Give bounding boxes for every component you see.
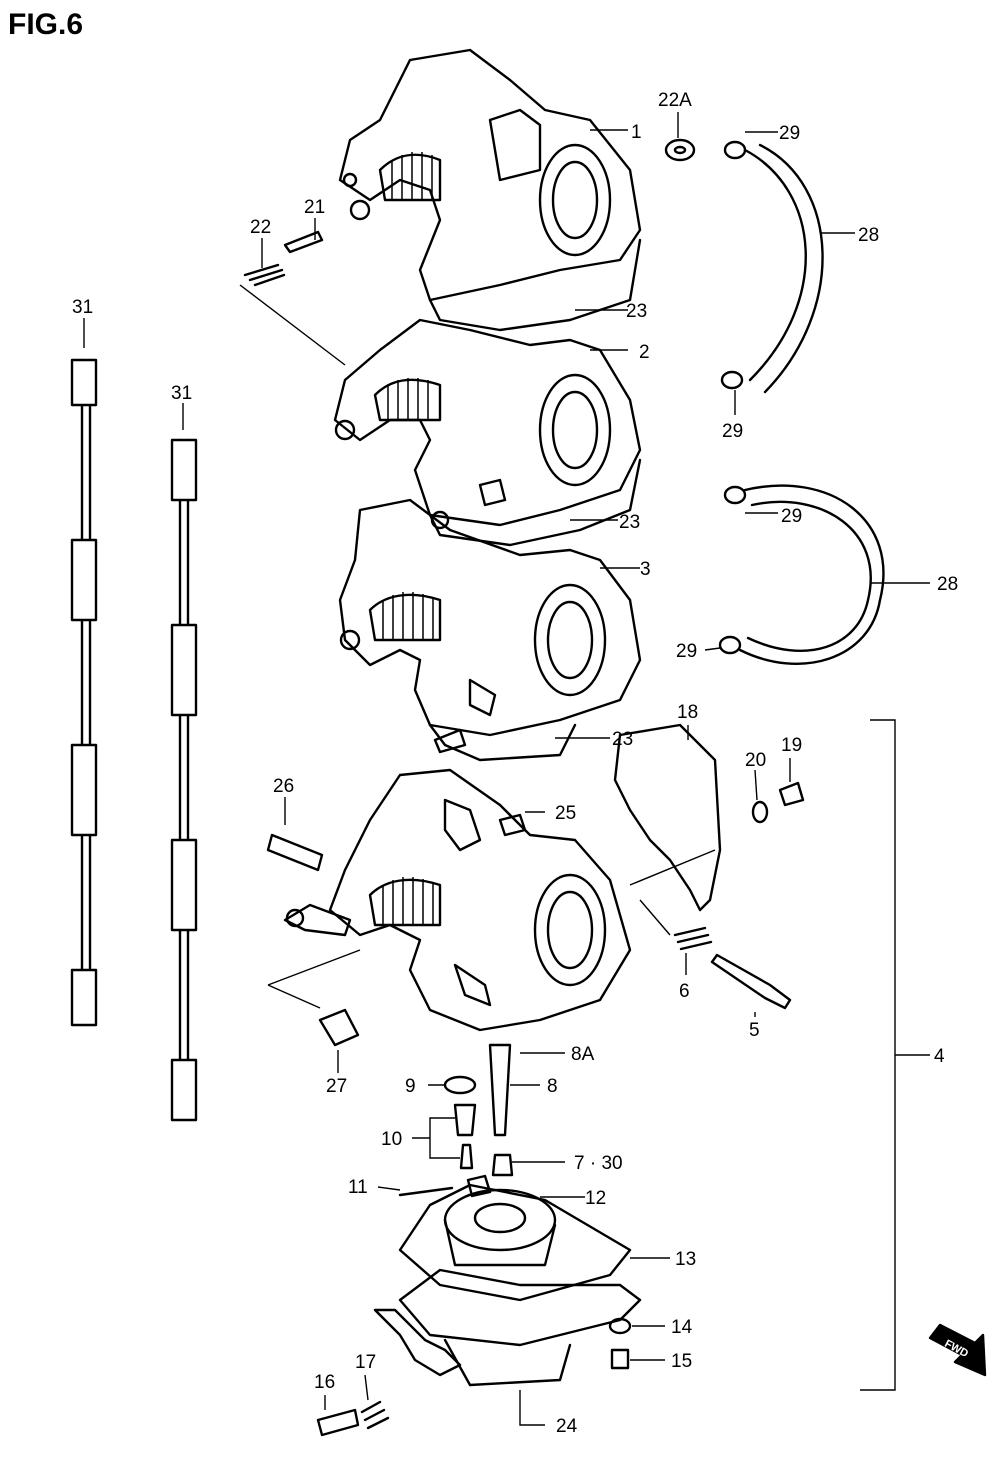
callout-28-a: 28	[858, 225, 879, 246]
callout-21: 21	[304, 197, 325, 218]
callout-10: 10	[381, 1129, 402, 1150]
callout-8a: 8A	[571, 1044, 595, 1065]
screw-19	[778, 781, 805, 807]
carburetor-1	[338, 48, 642, 332]
callout-25: 25	[555, 803, 576, 824]
callout-17: 17	[355, 1352, 376, 1373]
callout-15: 15	[671, 1351, 692, 1372]
callout-13: 13	[675, 1249, 696, 1270]
callout-4: 4	[934, 1046, 945, 1067]
carburetor-2	[333, 318, 642, 547]
callout-5: 5	[749, 1020, 760, 1041]
callout-20: 20	[745, 750, 766, 771]
nut-27	[318, 1008, 360, 1047]
part-25	[498, 813, 527, 837]
callout-29-d: 29	[676, 641, 697, 662]
screw-5	[710, 953, 792, 1010]
callout-22: 22	[250, 217, 271, 238]
callout-29-c: 29	[781, 506, 802, 527]
needle-seat-10	[453, 1103, 477, 1137]
small-parts	[243, 138, 805, 1437]
callout-29-b: 29	[722, 421, 743, 442]
callout-7-30: 7 · 30	[574, 1153, 623, 1174]
callout-23-c: 23	[612, 729, 633, 750]
callout-24: 24	[556, 1416, 578, 1437]
fwd-arrow-icon: FWD	[928, 1323, 987, 1377]
jet-7	[491, 1153, 514, 1177]
callout-18: 18	[677, 702, 698, 723]
washer-22a	[664, 138, 696, 162]
linkage-rods	[70, 358, 198, 1122]
assembly-bracket	[860, 719, 896, 1391]
callout-6: 6	[679, 981, 690, 1002]
carburetor-3	[338, 498, 642, 762]
screw-16	[316, 1408, 360, 1437]
callout-9: 9	[405, 1076, 416, 1097]
float-bowl	[373, 1183, 642, 1387]
washer-20	[751, 800, 769, 824]
callout-31-b: 31	[171, 383, 192, 404]
screw-26	[266, 833, 324, 872]
callout-12: 12	[585, 1188, 606, 1209]
cover-18	[613, 723, 722, 912]
needle-10	[459, 1143, 474, 1170]
callout-11: 11	[348, 1177, 368, 1198]
callout-23-a: 23	[626, 301, 647, 322]
callout-31-a: 31	[72, 297, 93, 318]
callout-26: 26	[273, 776, 294, 797]
nozzle-8	[488, 1043, 512, 1137]
callout-19: 19	[781, 735, 802, 756]
screw-15	[610, 1348, 630, 1370]
callout-14: 14	[671, 1317, 693, 1338]
screw-21	[283, 230, 324, 254]
callout-22a: 22A	[658, 90, 692, 111]
callout-1: 1	[631, 122, 642, 143]
washer-9	[443, 1075, 477, 1095]
spring-17	[360, 1400, 390, 1430]
spring-6	[673, 926, 713, 951]
callout-8: 8	[547, 1076, 558, 1097]
callout-3: 3	[640, 559, 651, 580]
washer-14	[608, 1317, 632, 1335]
callout-16: 16	[314, 1372, 335, 1393]
fuel-hoses	[718, 140, 885, 665]
callout-29-a: 29	[779, 123, 800, 144]
callout-23-b: 23	[619, 512, 640, 533]
pin-11	[398, 1186, 454, 1197]
callout-28-b: 28	[937, 574, 958, 595]
figure-title: FIG.6	[8, 8, 83, 41]
callout-27: 27	[326, 1076, 347, 1097]
leader-lines	[83, 112, 930, 1426]
spring-22	[243, 263, 286, 287]
float-arm-12	[466, 1174, 492, 1198]
callout-labels: 1 2 3 4 5 6 7 · 30 8 8A 9 10 11 12 13 14…	[72, 90, 958, 1437]
carburetor-4	[283, 768, 632, 1032]
callout-2: 2	[639, 342, 650, 363]
